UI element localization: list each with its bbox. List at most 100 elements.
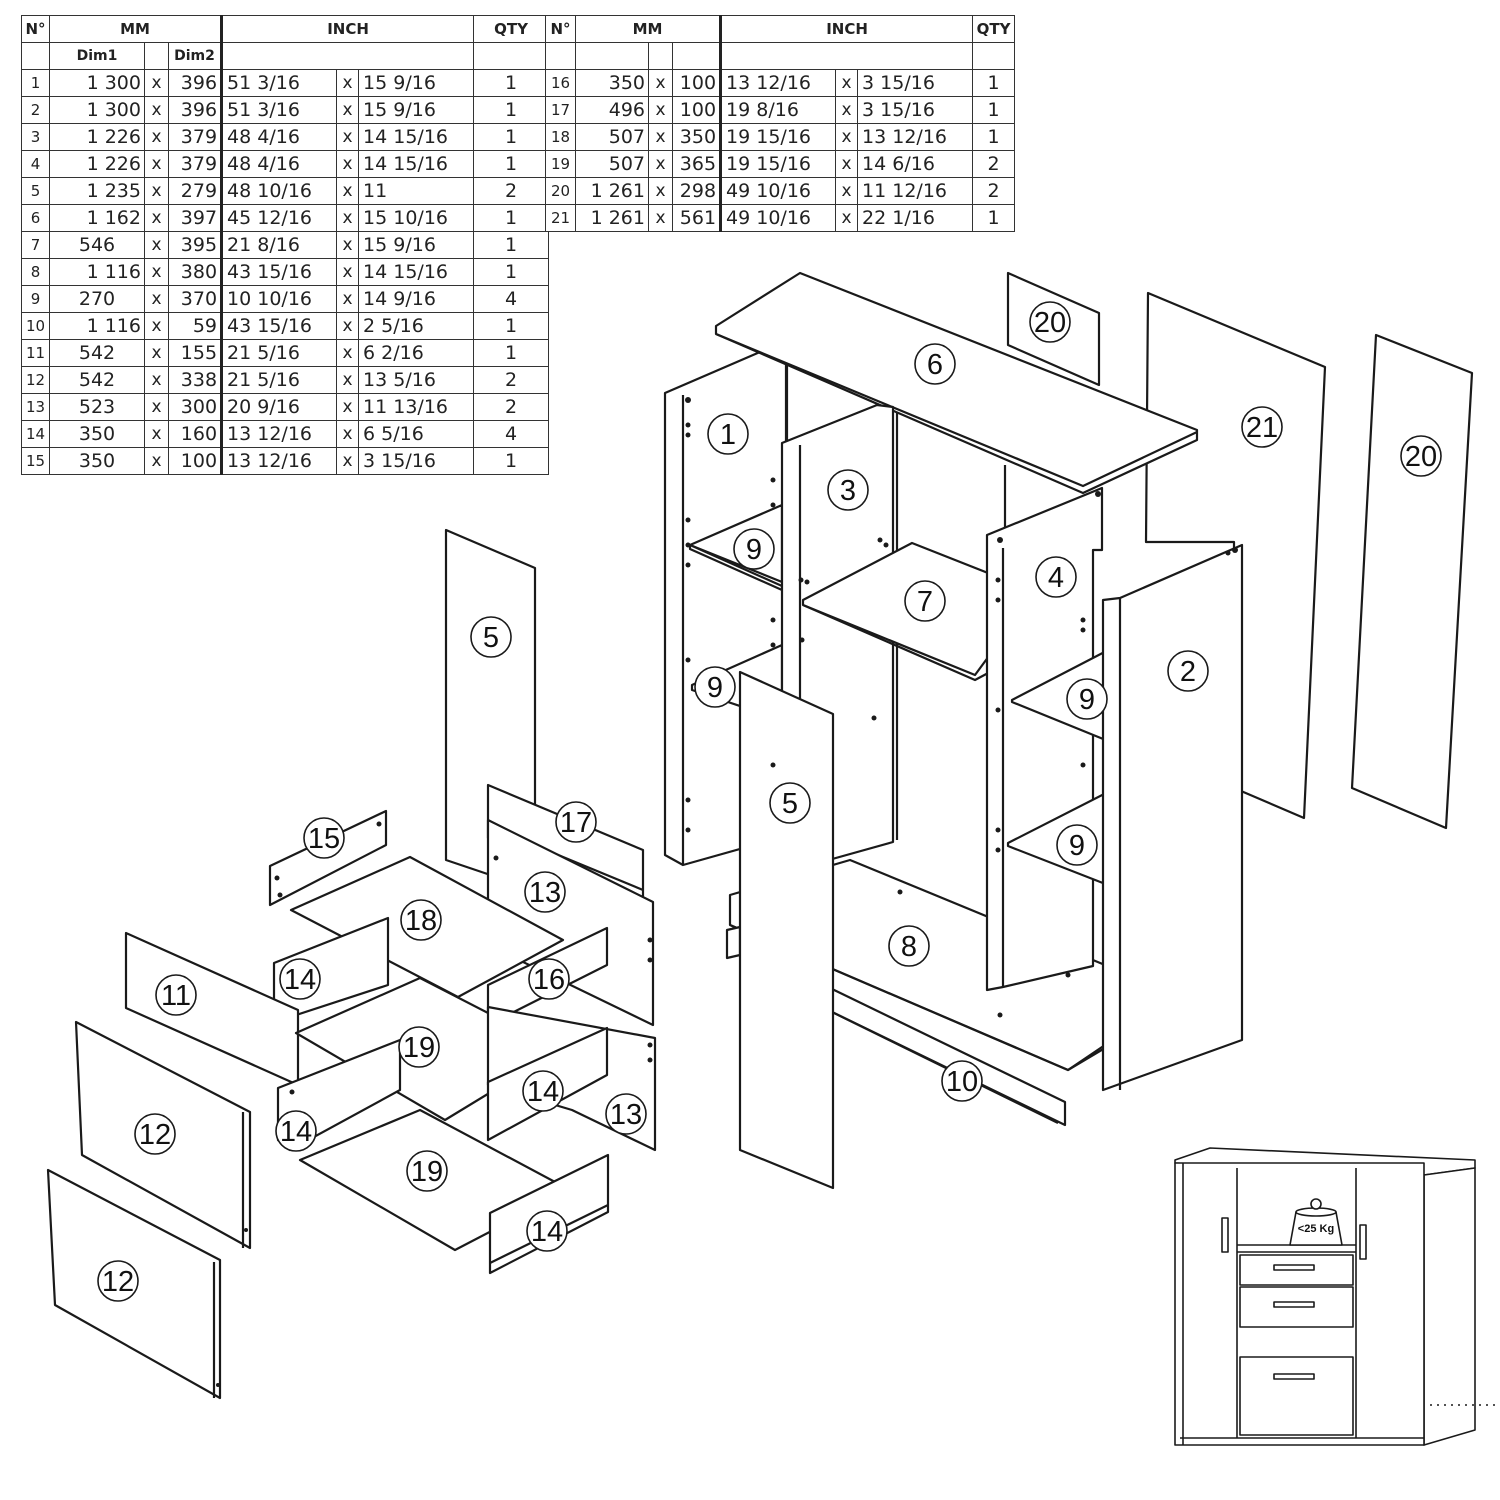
dim1-mm: 1 116 [49,258,145,286]
quantity: 1 [972,96,1016,124]
quantity: 1 [473,447,550,475]
part-number: 12 [21,366,50,394]
part-number: 18 [545,123,576,151]
callout-label: 20 [1405,441,1437,473]
part-callout: 4 [1035,556,1077,598]
dim1-mm: 1 162 [49,204,145,232]
callout-label: 13 [610,1099,642,1131]
callout-label: 6 [927,349,943,381]
dim2-mm: 561 [671,204,722,232]
dim1-inch: 19 8/16 [719,96,837,124]
dim2-inch: 14 15/16 [358,123,475,151]
callout-label: 19 [403,1032,435,1064]
dim1-inch: 48 10/16 [220,177,338,205]
part-callout: 13 [524,871,566,913]
dim1-inch: 49 10/16 [719,177,837,205]
times-sign: x [144,285,169,313]
callout-circle [733,528,775,570]
assembled-preview [1174,1147,1500,1446]
part-callout: 19 [406,1150,448,1192]
callout-circle [1029,301,1071,343]
part-callout: 13 [605,1093,647,1135]
callout-label: 16 [533,964,565,996]
dim1-mm: 523 [49,393,145,421]
callout-circle [1167,650,1209,692]
callout-circle [941,1060,983,1102]
callout-circle [526,1210,568,1252]
part-callout: 9 [694,666,736,708]
part-callout: 21 [1241,406,1283,448]
callout-circle [470,616,512,658]
times-sign: x [648,69,673,97]
part-callout: 9 [1066,678,1108,720]
part-callout: 18 [400,899,442,941]
callout-label: 5 [782,788,798,820]
dim1-inch: 48 4/16 [220,150,338,178]
part-callout: 16 [528,958,570,1000]
callout-label: 12 [102,1266,134,1298]
callout-circle [97,1260,139,1302]
column-header-dim1: Dim1 [49,42,145,70]
callout-circle [398,1026,440,1068]
dim2-inch: 3 15/16 [358,447,475,475]
callout-circle [134,1113,176,1155]
part-callout: 20 [1400,435,1442,477]
part-callout: 3 [827,469,869,511]
callout-label: 18 [405,905,437,937]
dim2-inch: 11 [358,177,475,205]
part-number: 20 [545,177,576,205]
part-number: 2 [21,96,50,124]
dim1-inch: 21 8/16 [220,231,338,259]
part-callout: 14 [526,1210,568,1252]
callout-circle [303,817,345,859]
part-number: 16 [545,69,576,97]
dim1-mm: 507 [575,123,649,151]
dim2-inch: 15 9/16 [358,96,475,124]
dim1-inch: 20 9/16 [220,393,338,421]
quantity: 1 [473,339,550,367]
dim2-mm: 397 [167,204,223,232]
part-callout: 10 [941,1060,983,1102]
callout-circle [1066,678,1108,720]
callout-label: 14 [527,1076,559,1108]
subheader-empty [220,42,475,70]
part-number: 19 [545,150,576,178]
callout-circle [1056,824,1098,866]
quantity: 1 [473,258,550,286]
part-callout: 12 [97,1260,139,1302]
part-callout: 2 [1167,650,1209,692]
dim1-inch: 45 12/16 [220,204,338,232]
callout-label: 14 [531,1216,563,1248]
callout-circle [827,469,869,511]
callout-circle [914,343,956,385]
callout-label: 21 [1246,412,1278,444]
callout-circle [1400,435,1442,477]
callout-label: 14 [280,1116,312,1148]
part-number: 4 [21,150,50,178]
callout-label: 13 [529,877,561,909]
part-number: 15 [21,447,50,475]
part-number: 17 [545,96,576,124]
callout-label: 12 [139,1119,171,1151]
callout-label: 2 [1180,656,1196,688]
callout-circle [904,580,946,622]
part-callout: 5 [769,782,811,824]
callout-label: 10 [946,1066,978,1098]
part-callout: 14 [275,1110,317,1152]
subheader-empty [648,42,673,70]
dim2-mm: 365 [671,150,722,178]
quantity: 2 [473,393,550,421]
panel-5-center [738,670,835,1190]
callout-label: 9 [746,534,762,566]
dim1-inch: 21 5/16 [220,366,338,394]
quantity: 4 [473,420,550,448]
side-panel-2 [1101,543,1244,1092]
